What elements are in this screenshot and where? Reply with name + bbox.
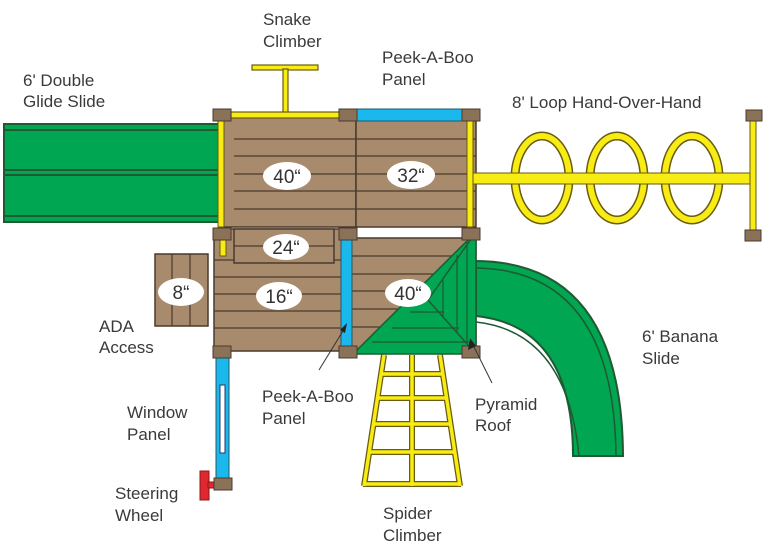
height-badge-lower-left: 16“ xyxy=(256,282,302,310)
svg-text:8' Loop Hand-Over-Hand: 8' Loop Hand-Over-Hand xyxy=(512,93,701,112)
svg-text:32“: 32“ xyxy=(397,166,424,187)
double-glide-slide xyxy=(3,123,235,223)
label-ada-access: ADA Access xyxy=(99,317,154,357)
svg-text:16“: 16“ xyxy=(265,287,292,308)
label-pyramid-roof: Pyramid Roof xyxy=(475,395,537,435)
svg-text:Climber: Climber xyxy=(263,32,322,51)
svg-text:40“: 40“ xyxy=(394,284,421,305)
peek-a-boo-panel-top xyxy=(355,108,465,122)
svg-text:Peek-A-Boo: Peek-A-Boo xyxy=(262,387,354,406)
label-window-panel: Window Panel xyxy=(127,403,188,444)
pointer-arrow-peek-a-boo xyxy=(318,323,347,371)
svg-text:24“: 24“ xyxy=(272,238,299,259)
svg-text:6' Banana: 6' Banana xyxy=(642,327,719,346)
svg-text:8“: 8“ xyxy=(173,283,190,304)
label-loop-hand-over-hand: 8' Loop Hand-Over-Hand xyxy=(512,93,701,112)
yellow-rail-left-lower xyxy=(219,239,227,257)
window-panel xyxy=(215,355,230,481)
height-badge-upper-right: 32“ xyxy=(387,161,435,189)
yellow-rail-left xyxy=(217,118,225,228)
svg-text:Access: Access xyxy=(99,338,154,357)
svg-text:40“: 40“ xyxy=(273,167,300,188)
svg-text:Panel: Panel xyxy=(382,70,425,89)
svg-text:6' Double: 6' Double xyxy=(23,71,94,90)
label-steering-wheel: Steering Wheel xyxy=(115,484,178,525)
label-double-glide-slide: 6' Double Glide Slide xyxy=(23,71,105,111)
svg-text:Glide Slide: Glide Slide xyxy=(23,92,105,111)
svg-text:Panel: Panel xyxy=(262,409,305,428)
deck-posts xyxy=(212,108,481,491)
svg-text:Slide: Slide xyxy=(642,349,680,368)
svg-text:Roof: Roof xyxy=(475,416,511,435)
svg-text:Peek-A-Boo: Peek-A-Boo xyxy=(382,48,474,67)
label-snake-climber: Snake Climber xyxy=(263,10,322,51)
height-badge-step: 24“ xyxy=(263,234,309,260)
banana-slide xyxy=(475,259,625,457)
height-badge-upper-left: 40“ xyxy=(263,162,311,190)
post xyxy=(744,229,762,242)
svg-text:Pyramid: Pyramid xyxy=(475,395,537,414)
svg-text:Wheel: Wheel xyxy=(115,506,163,525)
svg-text:ADA: ADA xyxy=(99,317,135,336)
label-peek-a-boo-bottom: Peek-A-Boo Panel xyxy=(262,387,354,428)
yellow-rail-right xyxy=(466,118,474,228)
post xyxy=(745,109,763,122)
label-peek-a-boo-top: Peek-A-Boo Panel xyxy=(382,48,474,89)
svg-text:Snake: Snake xyxy=(263,10,311,29)
label-spider-climber: Spider Climber xyxy=(383,504,442,545)
svg-text:Panel: Panel xyxy=(127,425,170,444)
loop-hand-over-hand xyxy=(472,109,763,242)
spider-climber-fill xyxy=(362,354,462,487)
svg-text:Climber: Climber xyxy=(383,526,442,545)
snake-climber xyxy=(230,64,342,119)
svg-text:Steering: Steering xyxy=(115,484,178,503)
svg-text:Spider: Spider xyxy=(383,504,432,523)
pointer-arrow-pyramid-roof xyxy=(468,338,493,384)
label-banana-slide: 6' Banana Slide xyxy=(642,327,719,368)
height-badge-lower-right: 40“ xyxy=(385,279,431,307)
svg-text:Window: Window xyxy=(127,403,188,422)
height-badge-ada: 8“ xyxy=(158,278,204,306)
